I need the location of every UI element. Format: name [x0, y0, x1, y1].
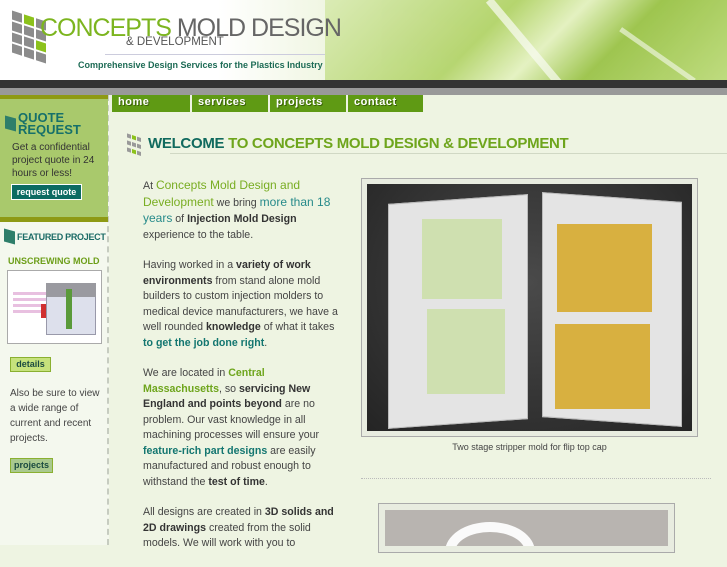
featured-icon — [4, 228, 15, 245]
text: of — [172, 213, 188, 225]
header-bar-gray — [0, 88, 727, 95]
logo-text-green: CONCEPTS — [40, 14, 172, 42]
nav-projects[interactable]: projects — [270, 95, 346, 112]
text: from stand alone mold builders to custom… — [143, 274, 338, 334]
projects-button[interactable]: projects — [10, 458, 53, 473]
bold-text: knowledge — [206, 321, 261, 333]
divider — [361, 478, 711, 479]
title-divider — [170, 153, 727, 154]
highlight: more than 18 years — [143, 194, 331, 226]
welcome-icon — [127, 133, 143, 158]
text: of what it takes — [260, 321, 335, 333]
nav-services[interactable]: services — [192, 95, 268, 112]
paragraph-3: We are located in Central Massachusetts,… — [143, 366, 343, 490]
tagline: Comprehensive Design Services for the Pl… — [78, 60, 323, 70]
text: Having worked in a — [143, 259, 237, 271]
paragraph-2: Having worked in a variety of work envir… — [143, 258, 343, 351]
mold-image — [361, 178, 698, 437]
bold-text: Injection Mold Design — [187, 213, 297, 225]
also-text: Also be sure to view a wide range of cur… — [10, 388, 100, 444]
highlight: Concepts Mold Design and Development — [143, 178, 301, 209]
header-photo — [325, 0, 727, 87]
text: . — [264, 475, 268, 488]
bold-text: test of time — [208, 475, 265, 488]
paragraph-1: At Concepts Mold Design and Development … — [143, 178, 343, 243]
header: CONCEPTS MOLD DESIGN & DEVELOPMENT Compr… — [0, 0, 727, 87]
text: are easily manufactured and robust enoug… — [143, 444, 316, 488]
text: , so — [218, 382, 239, 395]
featured-title: FEATURED PROJECT — [17, 232, 106, 242]
nav-home[interactable]: home — [112, 95, 190, 112]
request-quote-button[interactable]: request quote — [11, 184, 82, 200]
text: At — [143, 180, 156, 192]
image-caption: Two stage stripper mold for flip top cap — [452, 442, 607, 452]
logo-text-gray: MOLD DESIGN — [176, 14, 342, 42]
nav-contact[interactable]: contact — [348, 95, 423, 112]
bold-text: servicing New England and points beyond — [143, 382, 311, 411]
quote-title-line2: REQUEST — [18, 122, 81, 137]
text: . — [264, 336, 268, 349]
quote-text: Get a confidential project quote in 24 h… — [12, 142, 95, 179]
featured-project-image[interactable] — [7, 270, 102, 344]
text: All designs are created in — [143, 506, 265, 518]
text: we bring — [213, 196, 260, 209]
bold-highlight: feature-rich part designs — [143, 444, 268, 457]
quote-icon — [5, 115, 16, 132]
text: experience to the table. — [143, 228, 254, 241]
bold-text: variety of work environments — [143, 259, 311, 287]
details-button[interactable]: details — [10, 357, 51, 372]
logo[interactable]: CONCEPTS MOLD DESIGN — [40, 14, 342, 43]
header-bar-dark — [0, 80, 727, 88]
bold-highlight: Central Massachusetts — [143, 367, 265, 395]
text: are no problem. Our vast knowledge in al… — [143, 398, 320, 441]
text: We are located in — [143, 367, 229, 379]
divider — [105, 54, 325, 55]
featured-project-name: UNSCREWING MOLD — [8, 256, 100, 266]
bold-highlight: to get the job done right — [143, 336, 265, 349]
page-title: WELCOME TO CONCEPTS MOLD DESIGN & DEVELO… — [148, 135, 569, 152]
title-part1: WELCOME — [148, 135, 225, 152]
logo-subtitle: & DEVELOPMENT — [126, 36, 224, 48]
intro-text: At Concepts Mold Design and Development … — [143, 178, 343, 567]
title-part2: TO CONCEPTS MOLD DESIGN & DEVELOPMENT — [224, 135, 569, 152]
bold-text: 3D solids and 2D drawings — [143, 506, 334, 534]
second-image — [378, 503, 675, 553]
quote-title-line1: QUOTE — [18, 110, 65, 125]
